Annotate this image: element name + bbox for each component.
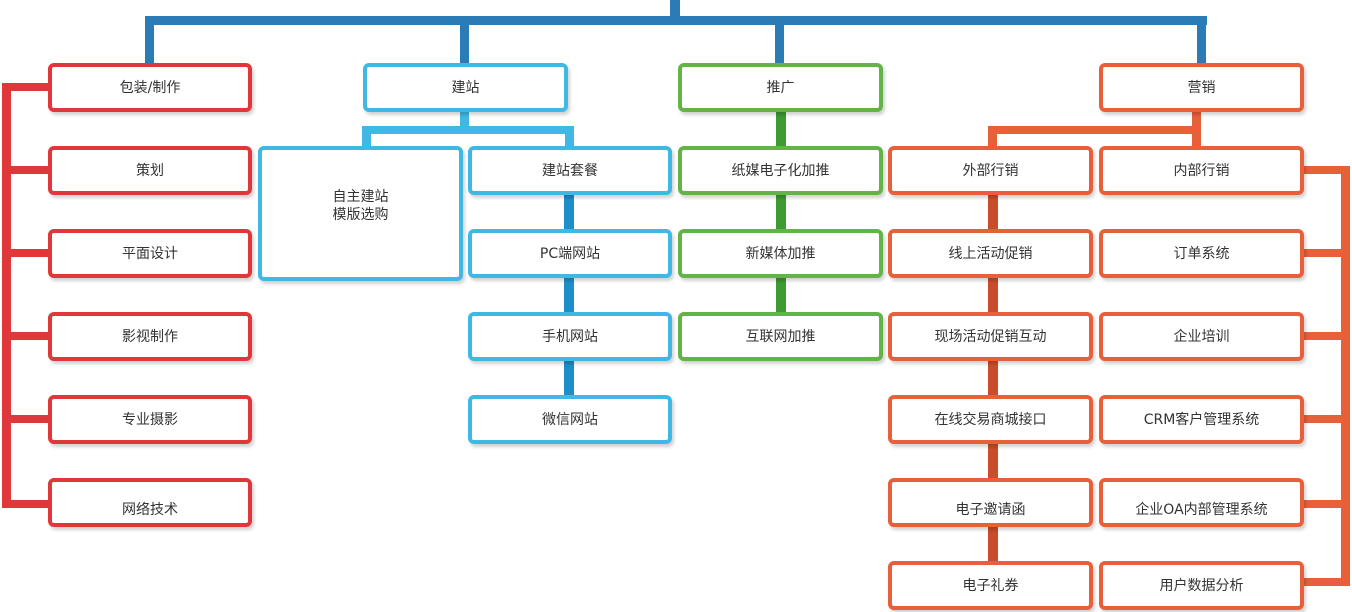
red-tick-1 — [2, 166, 50, 174]
orange-chain-1 — [988, 195, 998, 231]
website-packages: 建站套餐 — [468, 146, 672, 195]
website-template: 自主建站 模版选购 — [258, 146, 463, 281]
orange-right-tick-4 — [1300, 500, 1350, 508]
orange-drop-left — [988, 126, 997, 148]
orange-chain-3 — [988, 361, 998, 397]
blue-chain-3 — [564, 361, 574, 397]
orange-right-tick-2 — [1300, 332, 1350, 340]
packaging-item-5: 网络技术 — [48, 478, 252, 527]
external-item-3: 在线交易商城接口 — [888, 395, 1093, 444]
blue-chain-1 — [564, 195, 574, 231]
marketing-internal: 内部行销 — [1099, 146, 1304, 195]
internal-item-4: 企业OA内部管理系统 — [1099, 478, 1304, 527]
internal-item-1: 订单系统 — [1099, 229, 1304, 278]
blue-stem — [460, 110, 469, 130]
website-package-item-1: PC端网站 — [468, 229, 672, 278]
red-bracket-top — [2, 83, 50, 91]
website-package-item-2: 手机网站 — [468, 312, 672, 361]
orange-stem — [1192, 110, 1201, 130]
red-tick-5 — [2, 500, 50, 508]
blue-bar — [362, 126, 574, 134]
red-tick-4 — [2, 415, 50, 423]
orange-right-tick-1 — [1300, 249, 1350, 257]
packaging-item-2: 平面设计 — [48, 229, 252, 278]
orange-drop-right — [1192, 126, 1201, 148]
packaging-item-1: 策划 — [48, 146, 252, 195]
root-drop-promotion — [775, 16, 784, 64]
category-packaging: 包装/制作 — [48, 63, 252, 112]
category-promotion: 推广 — [678, 63, 883, 112]
root-drop-packaging — [145, 16, 154, 64]
internal-item-5: 用户数据分析 — [1099, 561, 1304, 610]
orange-bar — [988, 126, 1201, 134]
category-marketing: 营销 — [1099, 63, 1304, 112]
blue-chain-2 — [564, 278, 574, 314]
packaging-item-3: 影视制作 — [48, 312, 252, 361]
external-item-1: 线上活动促销 — [888, 229, 1093, 278]
orange-right-tick-3 — [1300, 415, 1350, 423]
green-chain-1 — [776, 110, 786, 150]
blue-drop-right — [565, 126, 574, 148]
promotion-item-1: 纸媒电子化加推 — [678, 146, 883, 195]
website-package-item-3: 微信网站 — [468, 395, 672, 444]
internal-item-2: 企业培训 — [1099, 312, 1304, 361]
orange-chain-4 — [988, 444, 998, 480]
root-drop-website — [460, 16, 469, 64]
external-item-5: 电子礼券 — [888, 561, 1093, 610]
internal-item-3: CRM客户管理系统 — [1099, 395, 1304, 444]
category-website: 建站 — [363, 63, 568, 112]
orange-right-top — [1300, 166, 1350, 174]
external-item-4: 电子邀请函 — [888, 478, 1093, 527]
blue-drop-left — [362, 126, 371, 148]
orange-right-vertical — [1341, 166, 1350, 586]
orange-chain-2 — [988, 278, 998, 314]
green-chain-3 — [776, 278, 786, 314]
root-drop-marketing — [1197, 16, 1206, 64]
red-bracket-vertical — [2, 83, 11, 508]
green-chain-2 — [776, 195, 786, 231]
promotion-item-2: 新媒体加推 — [678, 229, 883, 278]
external-item-2: 现场活动促销互动 — [888, 312, 1093, 361]
red-tick-3 — [2, 332, 50, 340]
promotion-item-3: 互联网加推 — [678, 312, 883, 361]
orange-right-tick-5 — [1300, 578, 1350, 586]
marketing-external: 外部行销 — [888, 146, 1093, 195]
orange-chain-5 — [988, 527, 998, 563]
root-bar — [145, 16, 1207, 25]
packaging-item-4: 专业摄影 — [48, 395, 252, 444]
root-stem — [670, 0, 680, 20]
red-tick-2 — [2, 249, 50, 257]
